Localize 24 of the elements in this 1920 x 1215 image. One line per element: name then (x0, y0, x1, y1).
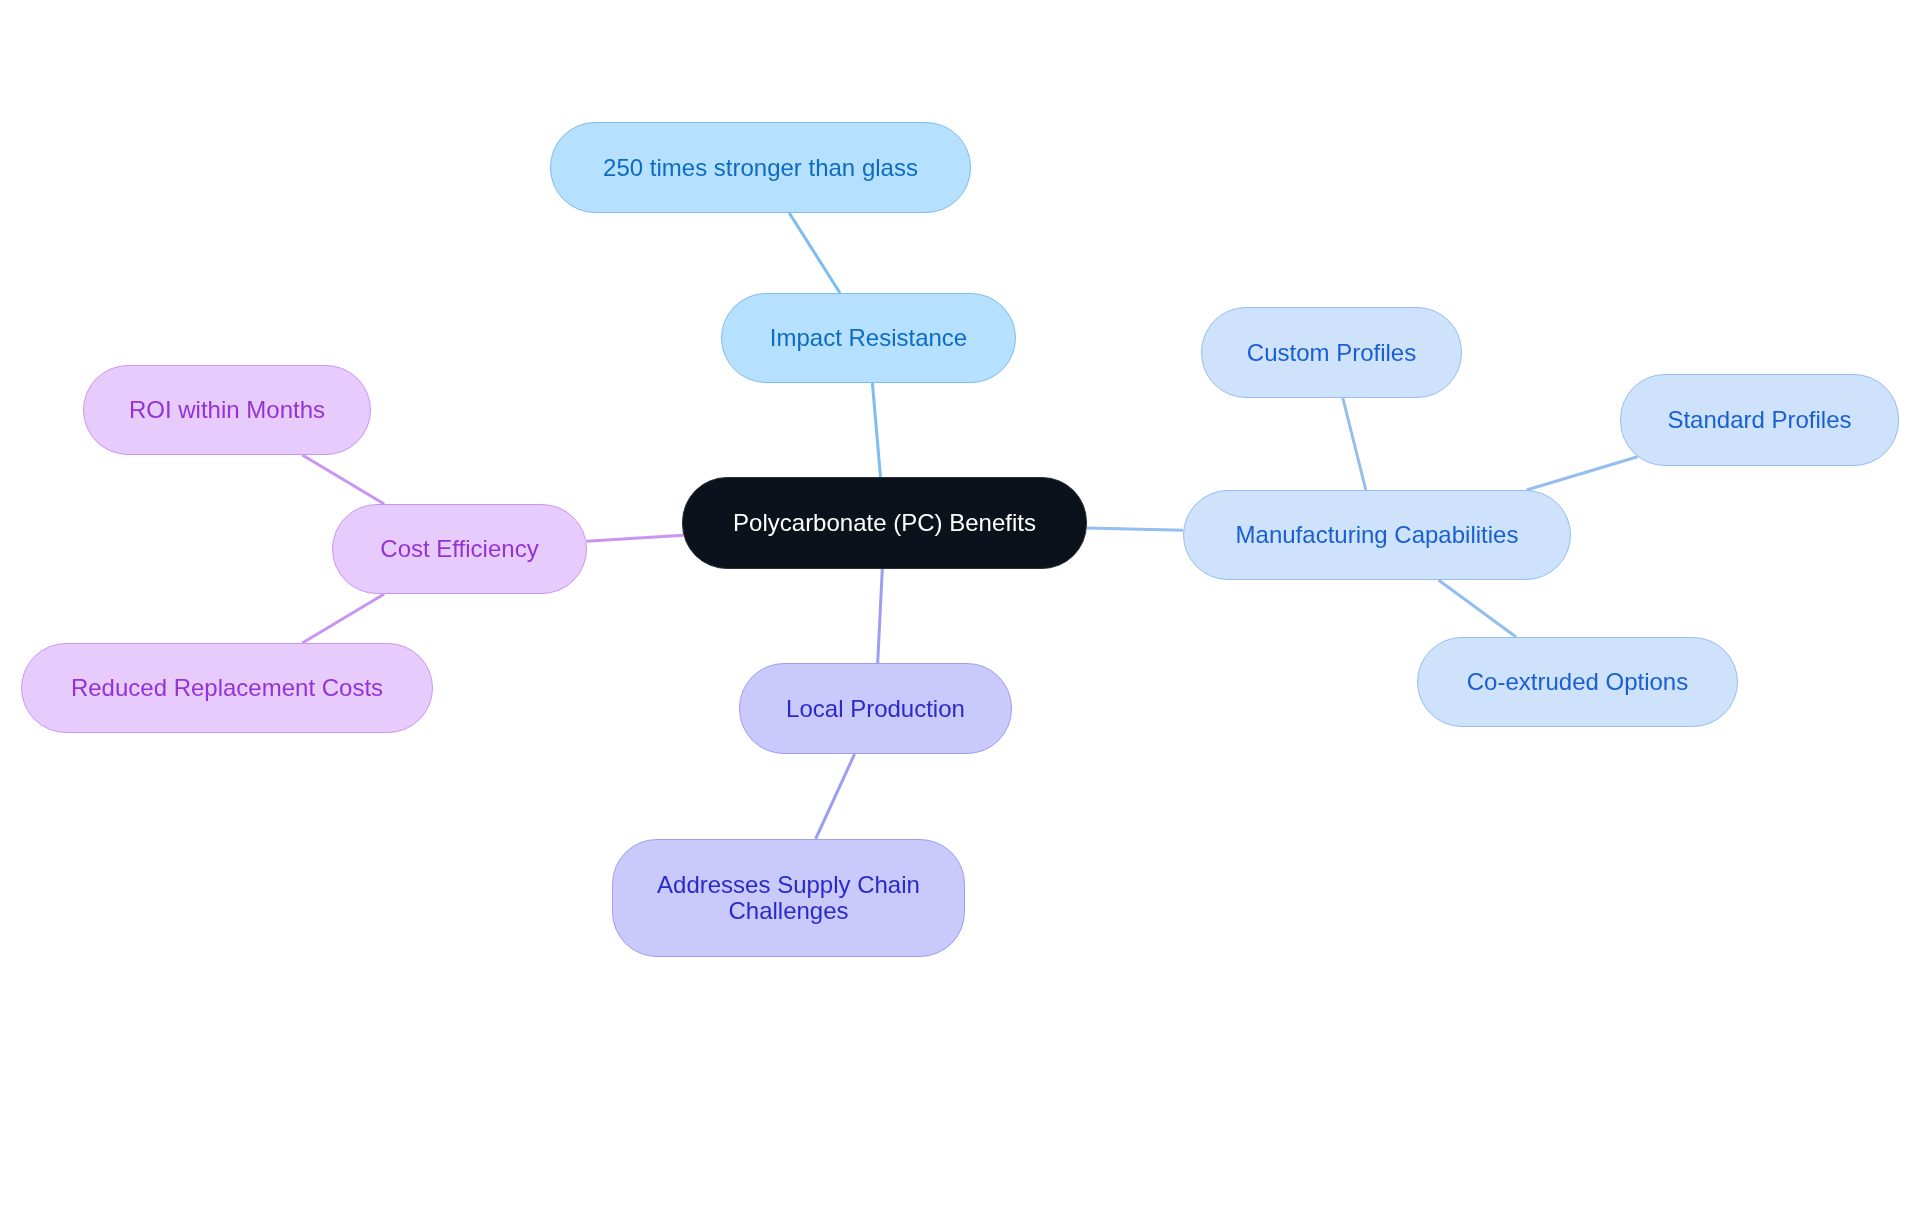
connector-line (301, 453, 385, 506)
node-label: Local Production (786, 695, 965, 722)
subtopic-node (612, 839, 965, 957)
node-label: Custom Profiles (1246, 339, 1417, 366)
connector-line (870, 382, 882, 478)
connector-line (1086, 526, 1184, 532)
node-label: Cost Efficiency (380, 536, 539, 562)
connector-line (1526, 455, 1639, 492)
connector-line (586, 533, 684, 543)
node-label: Addresses Supply Chain Challenges (656, 872, 921, 924)
connector-line (1437, 578, 1517, 639)
node-label: Reduced Replacement Costs (70, 675, 384, 701)
node-label: 250 times stronger than glass (603, 154, 918, 181)
node-label: Standard Profiles (1667, 407, 1852, 433)
node-label: Polycarbonate (PC) Benefits (733, 510, 1036, 536)
node-label: Co-extruded Options (1466, 669, 1689, 695)
connector-line (1341, 397, 1368, 491)
node-label: ROI within Months (128, 397, 326, 423)
connector-line (814, 753, 856, 840)
connector-line (876, 568, 884, 664)
node-label: Manufacturing Capabilities (1235, 522, 1519, 548)
connector-line (788, 212, 842, 294)
node-label: Impact Resistance (769, 325, 968, 351)
connector-line (301, 592, 385, 645)
